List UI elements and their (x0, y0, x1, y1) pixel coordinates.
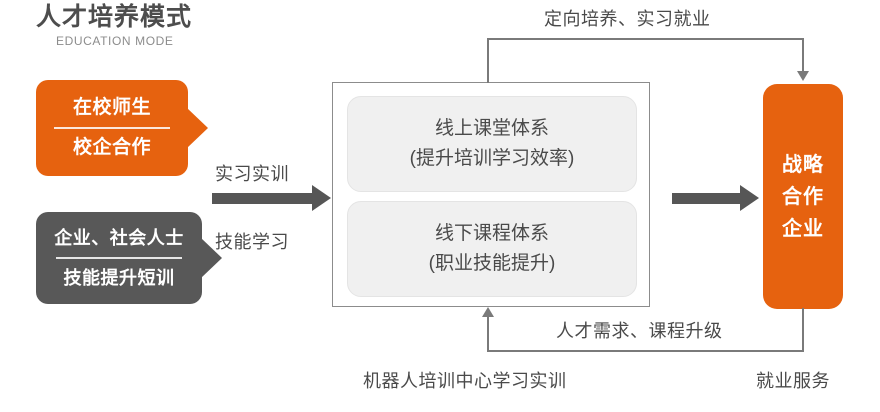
callout-society-divider (55, 257, 183, 259)
caption-employment-service: 就业服务 (756, 371, 830, 391)
flow-bottom-segment-vertical-left (487, 316, 489, 351)
callout-society-line1: 企业、社会人士 (54, 228, 184, 248)
page-subtitle: EDUCATION MODE (56, 34, 174, 48)
callout-students-line1: 在校师生 (72, 97, 151, 118)
callout-society[interactable]: 企业、社会人士 技能提升短训 (36, 212, 222, 304)
flow-top-segment-vertical-right (802, 38, 804, 72)
middle-arrow-label-top: 实习实训 (215, 164, 289, 184)
strategic-partner-line1: 战略 (782, 153, 824, 176)
arrow-right-icon-middle (212, 185, 331, 211)
arrow-head (740, 185, 759, 211)
card-online-course[interactable]: 线上课堂体系 (提升培训学习效率) (347, 96, 637, 192)
card-online-course-line2: (提升培训学习效率) (409, 148, 575, 169)
flow-bottom-segment-vertical-right (802, 308, 804, 351)
arrow-right-icon-to-enterprise (672, 185, 759, 211)
arrow-head (312, 185, 331, 211)
card-online-course-line1: 线上课堂体系 (434, 118, 549, 139)
strategic-partner-line3: 企业 (782, 217, 824, 240)
callout-students-line2: 校企合作 (72, 137, 151, 158)
strategic-partner-line2: 合作 (782, 185, 824, 208)
arrow-shaft (212, 192, 312, 204)
middle-arrow-label-bottom: 技能学习 (215, 232, 289, 252)
card-offline-course-line1: 线下课程体系 (434, 223, 549, 244)
flow-bottom-segment-horizontal (487, 350, 804, 352)
flow-top-segment-vertical-left (487, 38, 489, 83)
callout-students-divider (54, 127, 170, 129)
training-center-box: 线上课堂体系 (提升培训学习效率) 线下课程体系 (职业技能提升) (332, 82, 650, 307)
flow-label-bottom: 人才需求、课程升级 (556, 321, 723, 341)
page-title: 人才培养模式 (36, 3, 193, 31)
card-offline-course[interactable]: 线下课程体系 (职业技能提升) (347, 201, 637, 297)
callout-students-pointer-icon (187, 108, 208, 148)
callout-society-pointer-icon (201, 238, 222, 278)
flow-label-top: 定向培养、实习就业 (544, 9, 711, 29)
strategic-partner-box[interactable]: 战略 合作 企业 (763, 84, 843, 309)
caption-training-center: 机器人培训中心学习实训 (363, 371, 567, 391)
callout-society-line2: 技能提升短训 (63, 268, 175, 288)
flow-top-segment-horizontal (487, 38, 804, 40)
card-offline-course-line2: (职业技能提升) (428, 253, 556, 274)
arrow-shaft (672, 192, 740, 204)
arrow-up-icon-bottom-flow (482, 307, 494, 317)
arrow-down-icon-top-flow (797, 71, 809, 81)
callout-students[interactable]: 在校师生 校企合作 (36, 80, 208, 176)
header: 人才培养模式 EDUCATION MODE (36, 2, 192, 49)
